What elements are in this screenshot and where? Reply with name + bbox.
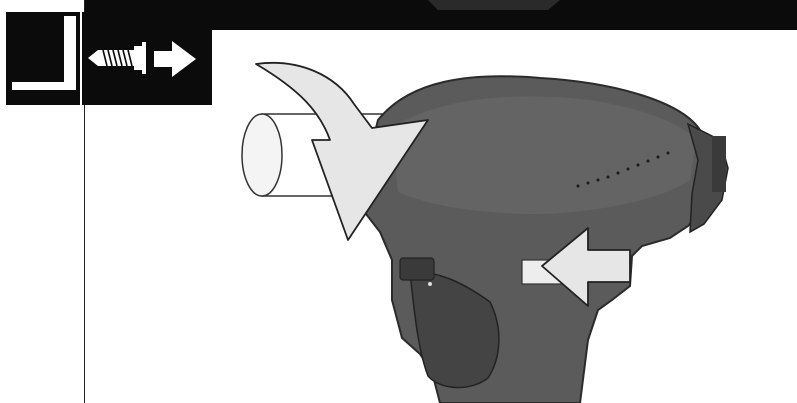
impact-driver-illustration (0, 0, 797, 403)
